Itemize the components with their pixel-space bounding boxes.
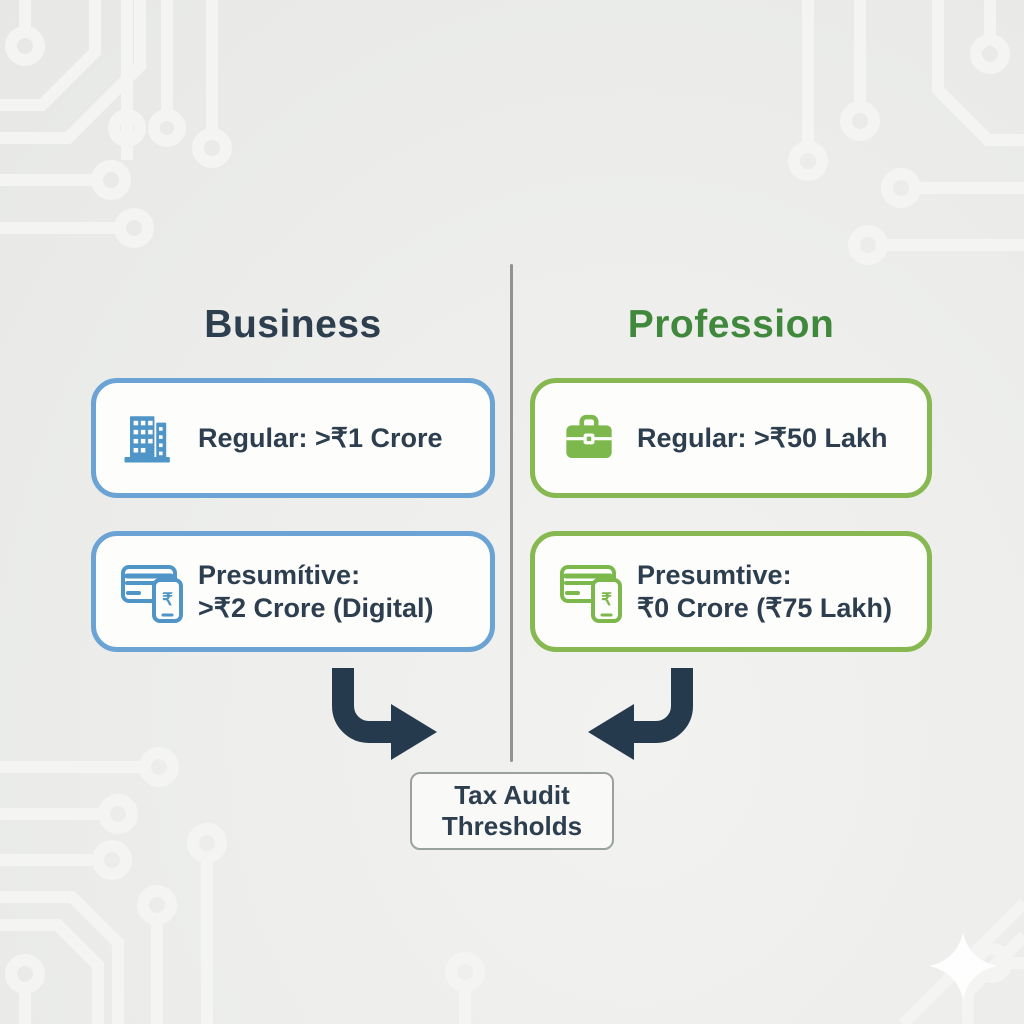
business-regular-box: Regular: >₹1 Crore (91, 378, 495, 498)
result-line-2: Thresholds (441, 811, 583, 841)
svg-text:₹: ₹ (601, 590, 612, 609)
profession-presumptive-box: ₹ Presumtive: ₹0 Crore (₹75 Lakh) (530, 531, 932, 652)
briefcase-icon (559, 409, 637, 467)
sparkle-icon (929, 932, 997, 1000)
business-regular-label: Regular: >₹1 Crore (198, 422, 443, 453)
business-presumptive-box: ₹ Presumítive: >₹2 Crore (Digital) (91, 531, 495, 652)
profession-column-header: Profession (627, 303, 835, 346)
profession-regular-box: Regular: >₹50 Lakh (530, 378, 932, 498)
business-column-header: Business (204, 303, 382, 346)
card-phone-icon: ₹ (559, 560, 637, 624)
business-presumptive-label: Presumítive: >₹2 Crore (Digital) (198, 559, 434, 623)
svg-text:₹: ₹ (162, 590, 173, 609)
tax-audit-thresholds-box: Tax Audit Thresholds (410, 772, 614, 850)
card-phone-icon: ₹ (120, 560, 198, 624)
profession-presumptive-label: Presumtive: ₹0 Crore (₹75 Lakh) (637, 559, 892, 623)
building-icon (120, 409, 198, 467)
right-curved-arrow (588, 668, 693, 760)
left-curved-arrow (332, 668, 437, 760)
column-divider (510, 264, 513, 762)
profession-regular-label: Regular: >₹50 Lakh (637, 422, 888, 453)
result-line-1: Tax Audit (454, 779, 570, 810)
